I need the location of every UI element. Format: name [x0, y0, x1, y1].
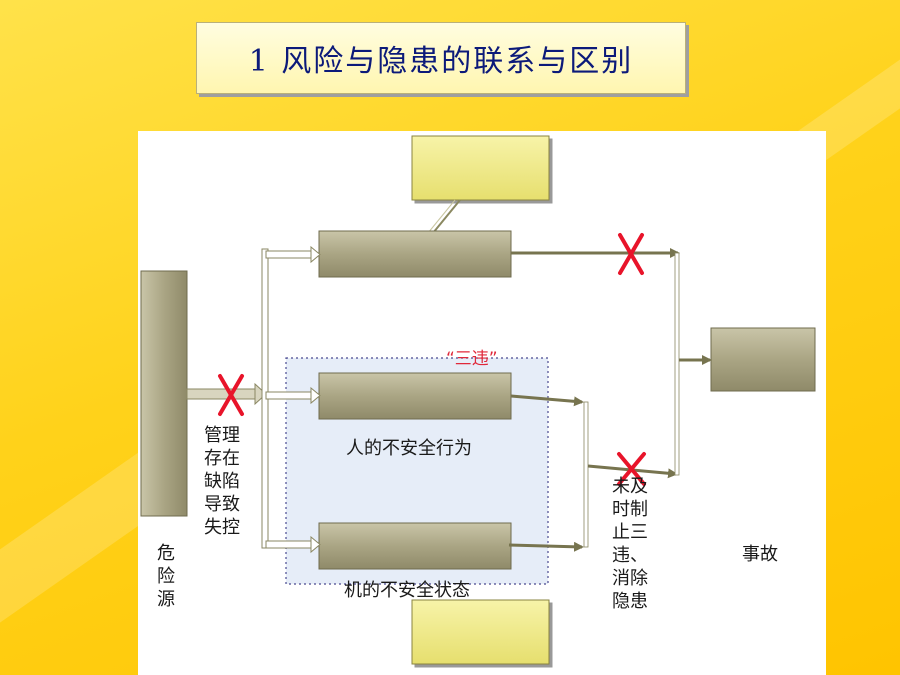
branch-arrow-bottom — [265, 535, 321, 554]
page-title: 1 风险与隐患的联系与区别 — [248, 44, 634, 79]
bottom-note-box — [411, 599, 550, 665]
human-path-arrow — [510, 394, 584, 407]
branch-arrow-middle — [265, 386, 321, 405]
top-factor-box — [318, 230, 512, 278]
title-box: 1 风险与隐患的联系与区别 — [196, 22, 686, 94]
cross-mark-management — [218, 374, 244, 416]
combine-connector — [583, 401, 589, 548]
cross-mark-top — [618, 233, 644, 275]
machine-path-arrow — [508, 541, 584, 552]
note-connector — [432, 199, 461, 234]
three-violations-label: “三违” — [446, 349, 498, 369]
human-unsafe-label: 人的不安全行为 — [346, 438, 472, 459]
hazard-source-box — [140, 270, 188, 517]
branch-arrow-top — [265, 245, 321, 264]
human-behavior-box — [318, 372, 512, 420]
hazard-output-arrow — [186, 388, 256, 400]
stop-in-time-label: 未及 时制 止三 违、 消除 隐患 — [612, 476, 648, 612]
machine-unsafe-label: 机的不安全状态 — [344, 580, 470, 601]
accident-box — [710, 327, 816, 392]
hazard-source-label: 危 险 源 — [157, 543, 175, 610]
top-note-box — [411, 135, 550, 201]
accident-label: 事故 — [742, 544, 778, 565]
machine-state-box — [318, 522, 512, 570]
merge-connector — [674, 252, 680, 476]
cross-mark-bottom — [617, 452, 646, 486]
management-label: 管理 存在 缺陷 导致 失控 — [204, 425, 240, 538]
